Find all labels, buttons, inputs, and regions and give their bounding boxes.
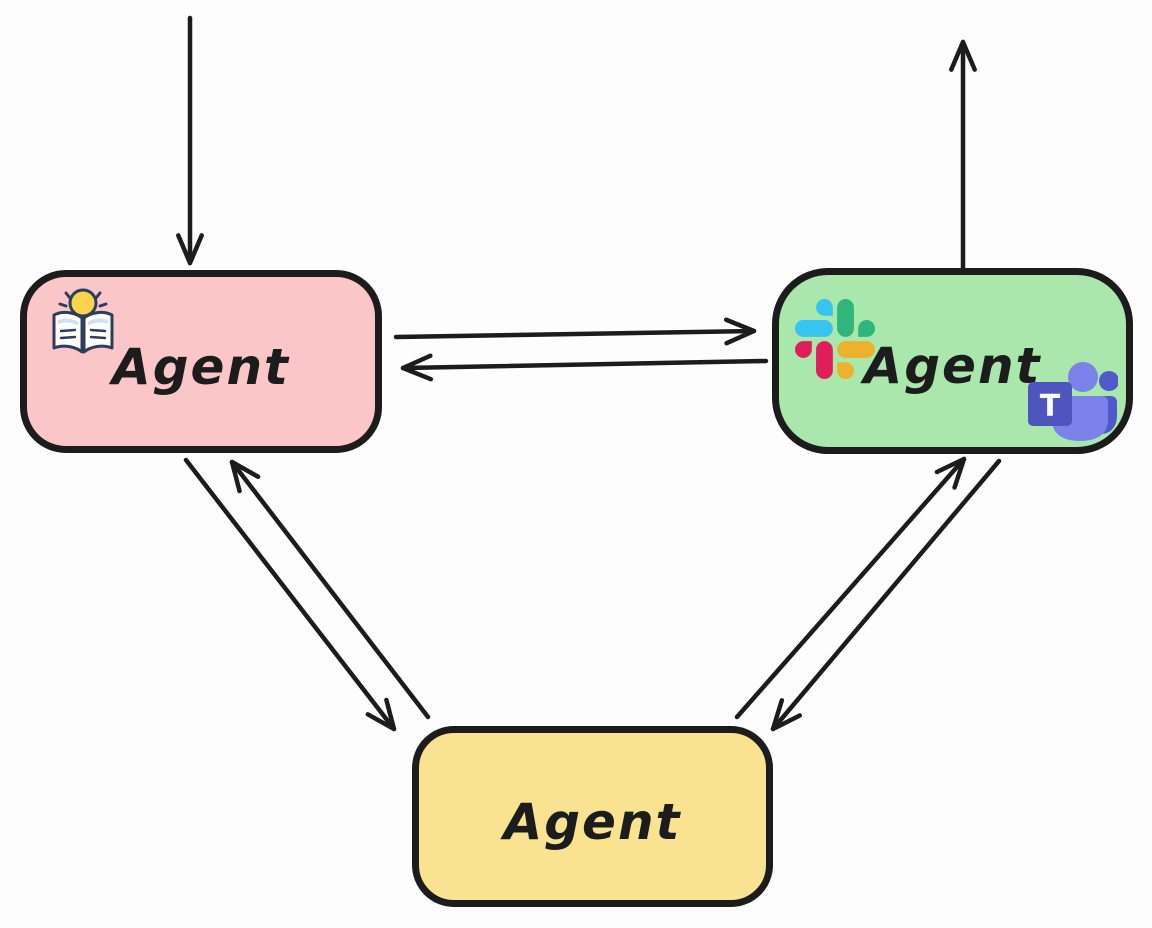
knowledge-to-worker-arrow	[183, 457, 397, 732]
worker-to-comms-arrow	[734, 456, 967, 720]
knowledge-to-comms-arrow	[393, 317, 757, 346]
svg-text:T: T	[1040, 389, 1061, 424]
worker-to-knowledge-arrow	[229, 459, 431, 720]
comms-to-knowledge-arrow	[400, 353, 769, 382]
node-worker-agent: Agent	[412, 726, 773, 907]
node-comms-agent: Agent T	[772, 268, 1133, 454]
comms-to-worker-arrow	[770, 458, 1002, 732]
book-lightbulb-icon	[45, 286, 121, 358]
external-input-arrow	[176, 15, 204, 266]
node-label: Agent	[863, 337, 1042, 395]
external-output-arrow	[949, 39, 977, 271]
node-knowledge-agent: Agent	[20, 270, 382, 453]
node-label: Agent	[112, 337, 290, 396]
node-label: Agent	[503, 792, 682, 851]
teams-icon: T	[1026, 357, 1119, 443]
slack-icon	[795, 299, 875, 379]
